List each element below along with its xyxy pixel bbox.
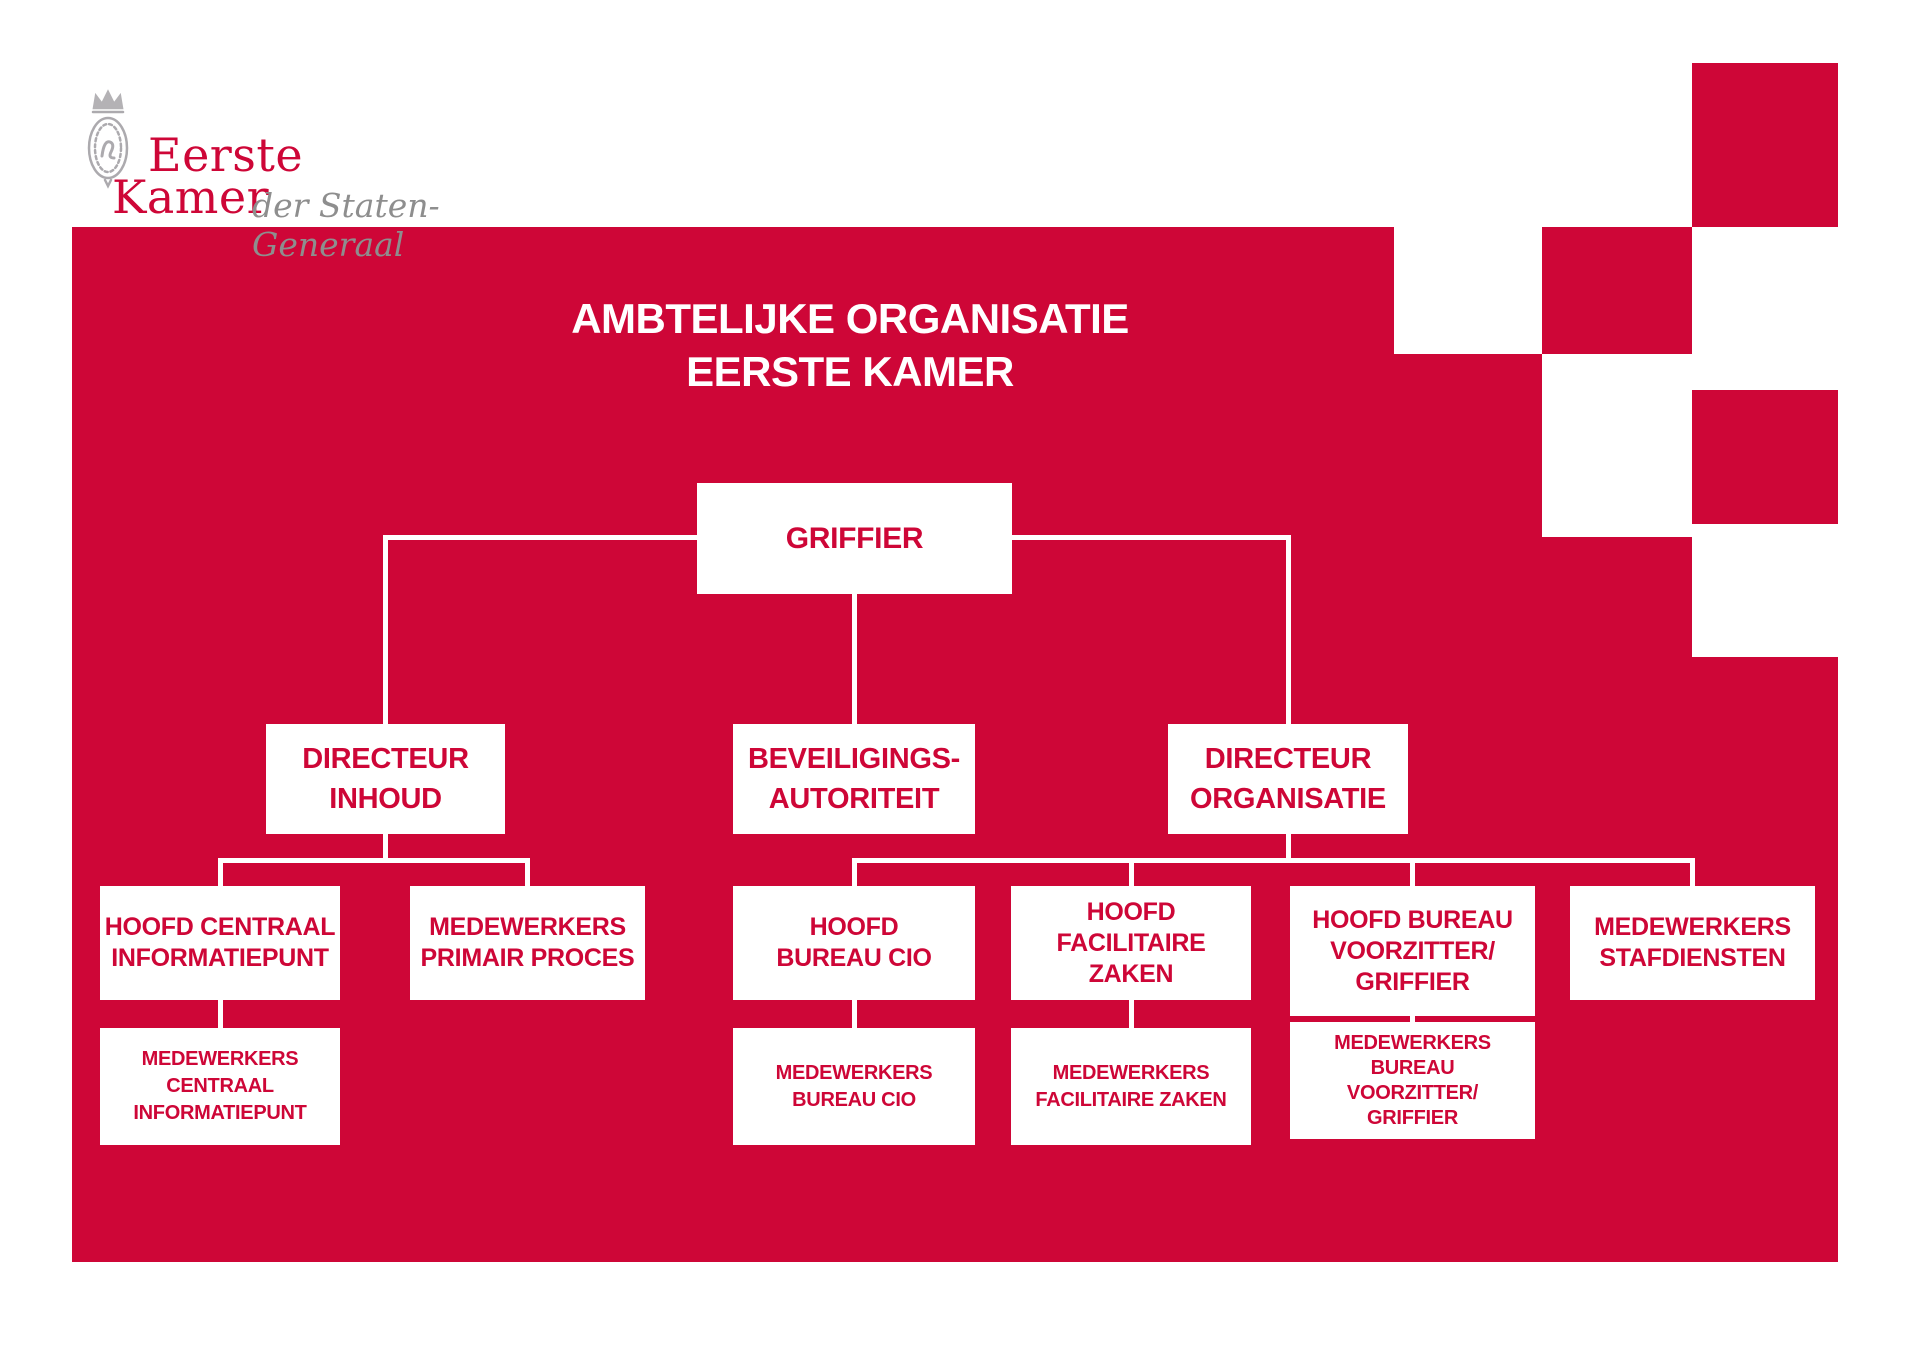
org-box-directeur-inhoud: DIRECTEUR INHOUD	[266, 724, 505, 834]
connector-line	[1690, 858, 1695, 886]
org-box-label-line: GRIFFIER	[1367, 1106, 1458, 1129]
chart-title-line2: EERSTE KAMER	[686, 348, 1014, 395]
org-box-label-line: FACILITAIRE ZAKEN	[1056, 928, 1206, 988]
connector-line	[218, 858, 530, 863]
org-box-label-line: FACILITAIRE ZAKEN	[1035, 1088, 1227, 1111]
connector-line	[383, 834, 388, 858]
connector-line	[1129, 1000, 1134, 1028]
connector-line	[1286, 834, 1291, 858]
org-box-beveiligings-autoriteit: BEVEILIGINGS- AUTORITEIT	[733, 724, 975, 834]
royal-crest-icon	[87, 89, 129, 189]
org-box-label-line: AUTORITEIT	[768, 783, 940, 815]
connector-line	[1410, 1016, 1415, 1024]
org-box-medewerkers-stafdiensten: MEDEWERKERS STAFDIENSTEN	[1570, 886, 1815, 1000]
checker-square-white	[1692, 227, 1838, 390]
org-box-label-line: PRIMAIR PROCES	[420, 944, 635, 972]
connector-line	[852, 594, 857, 724]
org-box-hoofd-centraal-informatiepunt: HOOFD CENTRAAL INFORMATIEPUNT	[100, 886, 340, 1000]
org-box-label-line: MEDEWERKERS	[775, 1061, 933, 1084]
connector-line	[383, 535, 388, 724]
org-box-label-line: INHOUD	[329, 783, 442, 815]
checker-square-white	[1542, 354, 1692, 537]
org-box-medewerkers-bureau-cio: MEDEWERKERS BUREAU CIO	[733, 1028, 975, 1145]
org-box-label-line: INFORMATIEPUNT	[133, 1102, 307, 1124]
logo-text-eerste: Eerste	[148, 128, 304, 182]
org-box-label-line: GRIFFIER	[785, 521, 924, 555]
org-box-label-line: BUREAU	[1370, 1056, 1455, 1079]
org-box-label-line: DIRECTEUR	[302, 743, 469, 775]
chart-title: AMBTELIJKE ORGANISATIE EERSTE KAMER	[450, 292, 1250, 398]
org-box-label-line: VOORZITTER/	[1346, 1081, 1479, 1104]
logo-text-suffix: der Staten-Generaal	[252, 186, 440, 264]
org-box-medewerkers-centraal-informatiepunt: MEDEWERKERS CENTRAAL INFORMATIEPUNT	[100, 1028, 340, 1145]
org-box-label-line: GRIFFIER	[1355, 967, 1470, 996]
org-box-label-line: BUREAU CIO	[776, 944, 932, 972]
connector-line	[1286, 535, 1291, 724]
org-box-label-line: HOOFD CENTRAAL	[104, 913, 336, 941]
checker-square-white	[1692, 524, 1838, 657]
connector-line	[385, 535, 697, 540]
org-box-label-line: MEDEWERKERS	[141, 1048, 299, 1070]
checker-square-red	[1692, 63, 1838, 227]
connector-line	[525, 858, 530, 886]
org-box-label-line: STAFDIENSTEN	[1599, 944, 1786, 972]
org-box-medewerkers-facilitaire-zaken: MEDEWERKERS FACILITAIRE ZAKEN	[1011, 1028, 1251, 1145]
connector-line	[1012, 535, 1288, 540]
org-box-directeur-organisatie: DIRECTEUR ORGANISATIE	[1168, 724, 1408, 834]
connector-line	[852, 858, 1695, 863]
logo-text-kamer: Kamer	[112, 170, 270, 224]
org-box-label-line: MEDEWERKERS	[1594, 913, 1791, 941]
org-box-label-line: HOOFD BUREAU	[1312, 905, 1513, 934]
connector-line	[1129, 858, 1134, 886]
org-box-label-line: MEDEWERKERS	[1334, 1031, 1491, 1054]
connector-line	[852, 858, 857, 886]
eerste-kamer-logo: Eerste Kamer der Staten-Generaal	[0, 0, 560, 264]
org-box-label-line: VOORZITTER/	[1330, 936, 1495, 965]
org-box-label-line: ORGANISATIE	[1190, 783, 1386, 815]
org-box-label-line: HOOFD	[1086, 897, 1176, 926]
org-box-griffier: GRIFFIER	[697, 483, 1012, 594]
org-box-label-line: BEVEILIGINGS-	[747, 743, 960, 775]
org-box-label-line: INFORMATIEPUNT	[111, 944, 329, 972]
org-box-label-line: DIRECTEUR	[1204, 743, 1372, 775]
connector-line	[852, 1000, 857, 1028]
org-box-label-line: MEDEWERKERS	[1052, 1061, 1210, 1084]
chart-title-line1: AMBTELIJKE ORGANISATIE	[571, 295, 1129, 342]
org-box-label-line: MEDEWERKERS	[429, 913, 626, 941]
org-box-label-line: CENTRAAL	[166, 1075, 274, 1097]
org-box-label-line: HOOFD	[809, 913, 899, 941]
org-box-medewerkers-primair-proces: MEDEWERKERS PRIMAIR PROCES	[410, 886, 645, 1000]
checker-square-white	[1394, 227, 1542, 354]
connector-line	[218, 1000, 223, 1028]
org-box-hoofd-bureau-cio: HOOFD BUREAU CIO	[733, 886, 975, 1000]
connector-line	[218, 858, 223, 886]
connector-line	[1410, 858, 1415, 886]
org-box-label-line: BUREAU CIO	[792, 1088, 916, 1111]
